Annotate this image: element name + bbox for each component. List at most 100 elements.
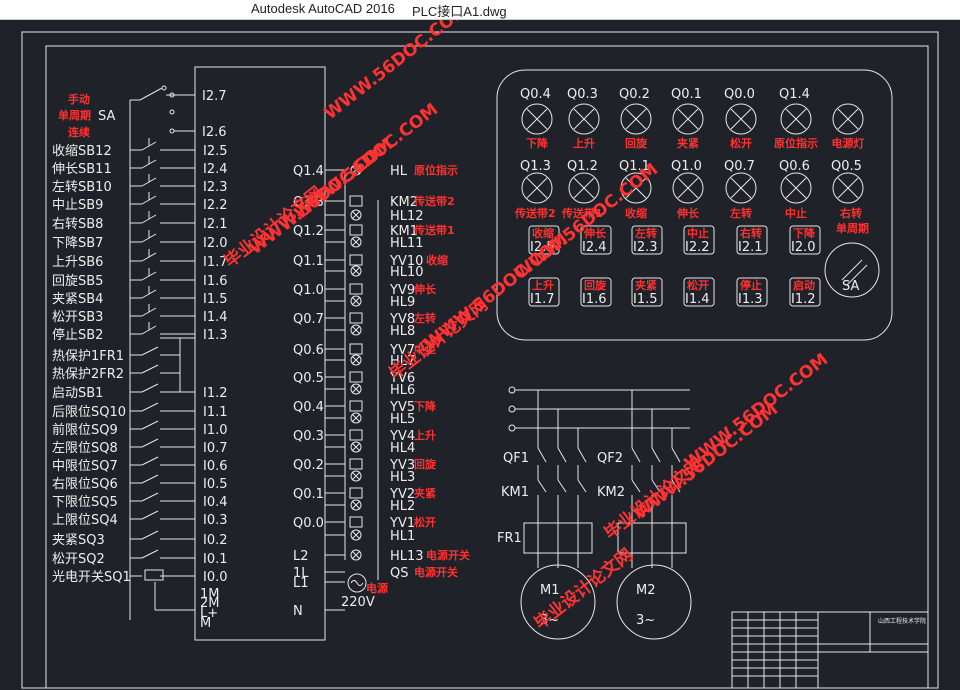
lamp-note: 传送带2 <box>514 206 556 220</box>
button-address: I1.7 <box>530 292 555 307</box>
output-address: 1L <box>293 566 309 581</box>
input-address: I0.0 <box>203 570 228 585</box>
lamp-note: 松开 <box>730 136 752 150</box>
supply-terminal <box>508 386 516 394</box>
output-device: YV7 <box>389 343 415 358</box>
input-label: 右转SB8 <box>52 217 103 232</box>
qf2-label: QF2 <box>597 451 623 466</box>
input-label: 停止SB2 <box>52 327 103 343</box>
button-note: 启动 <box>793 278 815 292</box>
output-row: N <box>293 604 345 619</box>
output-note: 电源开关 <box>426 548 470 562</box>
input-label: 中限位SQ7 <box>52 459 118 474</box>
lamp-circle <box>620 103 652 135</box>
button-note: 右转 <box>739 226 762 240</box>
lamp-circle <box>521 103 553 135</box>
button-note: 中止 <box>687 226 709 240</box>
lamp-address: Q0.2 <box>619 87 650 102</box>
button-outline <box>736 277 768 307</box>
button-note: 回旋 <box>584 278 607 292</box>
output-note: 下降 <box>414 399 437 413</box>
output-device: HL13 <box>390 549 424 564</box>
output-address: L1 <box>293 576 309 591</box>
lamp-cross <box>351 237 361 247</box>
output-device: YV4 <box>389 429 415 444</box>
lamp-symbol <box>350 529 362 541</box>
output-device: YV6 <box>389 371 415 386</box>
limit-switch-contact <box>141 383 159 393</box>
output-row: HL8 <box>325 324 415 339</box>
thermal-relay-contact <box>141 346 159 356</box>
output-note: 传送带1 <box>413 223 455 237</box>
input-label: 热保护2FR2 <box>52 367 124 382</box>
input-address: I1.7 <box>203 255 228 270</box>
lamp-circle <box>620 172 652 204</box>
input-label: 后限位SQ10 <box>52 405 126 420</box>
input-label: 上限位SQ4 <box>52 513 118 528</box>
mode-selector-sa[interactable]: I2.7 I2.6 SA 手动 单周期 连续 <box>58 85 227 620</box>
coil-symbol <box>349 343 363 355</box>
limit-switch-contact <box>141 402 159 412</box>
lamp-cross <box>677 108 699 130</box>
panel-indicator-lamp: Q0.7左转 <box>724 159 757 220</box>
window-title-bar: Autodesk AutoCAD 2016 PLC接口A1.dwg <box>0 0 960 20</box>
lamp-cross <box>730 177 752 199</box>
output-device: YV9 <box>389 283 415 298</box>
motor-phase: 3~ <box>636 613 655 628</box>
input-label: 上升SB6 <box>52 255 103 270</box>
output-device: HL12 <box>390 209 424 224</box>
output-device: HL1 <box>390 529 415 544</box>
lamp-symbol <box>350 164 362 176</box>
lamp-circle <box>568 103 600 135</box>
output-address: Q0.6 <box>293 343 324 358</box>
lamp-symbol <box>350 209 362 221</box>
button-outline <box>683 277 715 307</box>
lamp-circle <box>521 172 553 204</box>
lamp-symbol <box>350 265 362 277</box>
breaker-contact <box>631 447 641 463</box>
input-label: 夹紧SQ3 <box>52 533 105 548</box>
output-device: YV1 <box>389 516 415 531</box>
input-label: 伸长SB11 <box>52 162 112 177</box>
input-address: I2.4 <box>203 162 228 177</box>
button-outline <box>580 225 612 255</box>
panel-indicator-lamp: Q0.4下降 <box>520 87 553 150</box>
coil-symbol <box>349 195 363 207</box>
limit-switch-contact <box>141 549 159 559</box>
input-address: I0.1 <box>203 552 228 567</box>
outer-frame <box>21 31 939 689</box>
output-device: KM1 <box>390 224 418 239</box>
button-address: I1.2 <box>791 292 816 307</box>
limit-switch-contact <box>141 420 159 430</box>
lamp-cross <box>351 550 361 560</box>
terminal-label: M <box>200 616 211 631</box>
lamp-cross <box>677 177 699 199</box>
panel-indicator-lamp: Q0.5 <box>831 159 864 204</box>
input-row: 热保护2FR2 <box>52 364 180 382</box>
breaker-contact <box>577 447 587 463</box>
output-device: HL11 <box>390 236 424 251</box>
contactor-contact <box>631 479 641 493</box>
input-address: I2.1 <box>203 217 228 232</box>
output-row: HL11 <box>325 236 424 251</box>
lamp-note: 左转 <box>729 206 752 220</box>
